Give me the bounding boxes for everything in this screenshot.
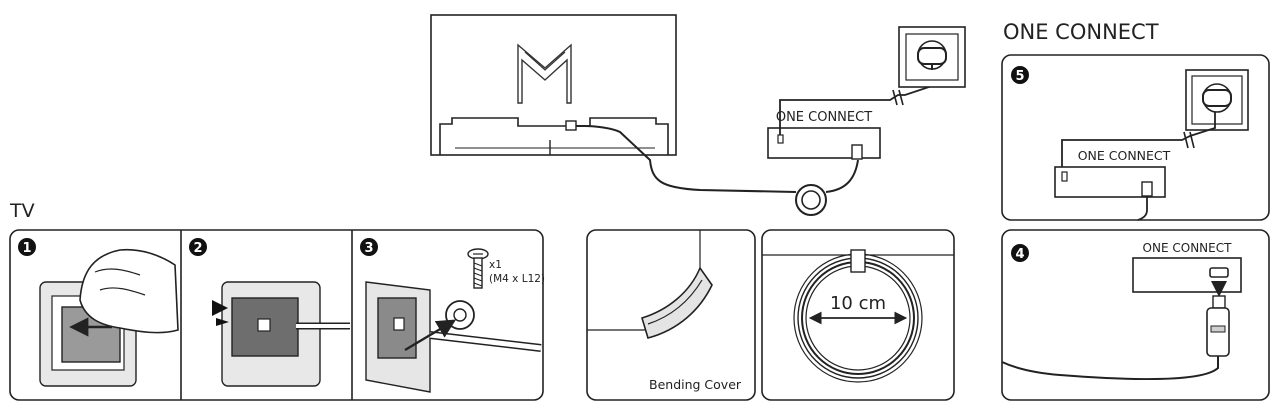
step-1-marker: 1 — [22, 241, 31, 256]
tv-steps-panel: 1 2 3 — [9, 229, 545, 401]
step-4-marker: 4 — [1015, 247, 1024, 262]
click-mark-1 — [212, 300, 228, 316]
one-connect-box-label-top: ONE CONNECT — [776, 110, 872, 125]
step-2-panel: 2 — [189, 238, 350, 387]
screw-arrow — [404, 319, 457, 352]
wall-socket-top — [898, 26, 966, 88]
cable-tie — [850, 249, 866, 273]
one-connect-cable-top — [576, 125, 797, 193]
one-connect-heading: ONE CONNECT — [1003, 20, 1159, 44]
one-connect-port — [1209, 267, 1229, 278]
step-1-panel: 1 — [18, 238, 179, 387]
wall-socket-step5 — [1185, 69, 1249, 131]
step-5-panel: 5 ONE CONNECT — [1001, 54, 1270, 221]
step-3-panel: 3 x1 (M4 x L12) — [360, 238, 545, 393]
screw-icon — [467, 248, 489, 289]
step-5-marker: 5 — [1015, 69, 1024, 84]
one-connect-box-label-step5: ONE CONNECT — [1078, 148, 1171, 163]
click-mark-2 — [216, 318, 229, 326]
bending-cover-panel: Bending Cover — [586, 229, 756, 401]
tv-wall-rail — [439, 117, 669, 155]
step-3-marker: 3 — [364, 241, 373, 256]
step-2-marker: 2 — [193, 241, 202, 256]
tv-heading: TV — [9, 200, 35, 222]
one-connect-box-label-step4: ONE CONNECT — [1143, 241, 1233, 255]
tv-back-panel — [430, 14, 677, 156]
one-connect-cable-step4 — [1001, 356, 1219, 381]
screw-quantity: x1 — [489, 259, 502, 271]
screw-spec: (M4 x L12) — [489, 273, 545, 285]
bending-cover-shape — [641, 266, 713, 339]
hand-illustration — [79, 248, 179, 334]
loop-diameter-label: 10 cm — [830, 293, 886, 314]
cable-loop-panel: 10 cm — [761, 229, 955, 401]
tv-rear-overview: ONE CONNECT — [430, 14, 966, 216]
one-connect-box-top — [767, 127, 881, 159]
tv-port — [565, 120, 577, 131]
tv-stand-mark — [517, 43, 572, 104]
bending-cover-label: Bending Cover — [649, 377, 742, 392]
step-4-panel: 4 ONE CONNECT — [1001, 229, 1270, 401]
